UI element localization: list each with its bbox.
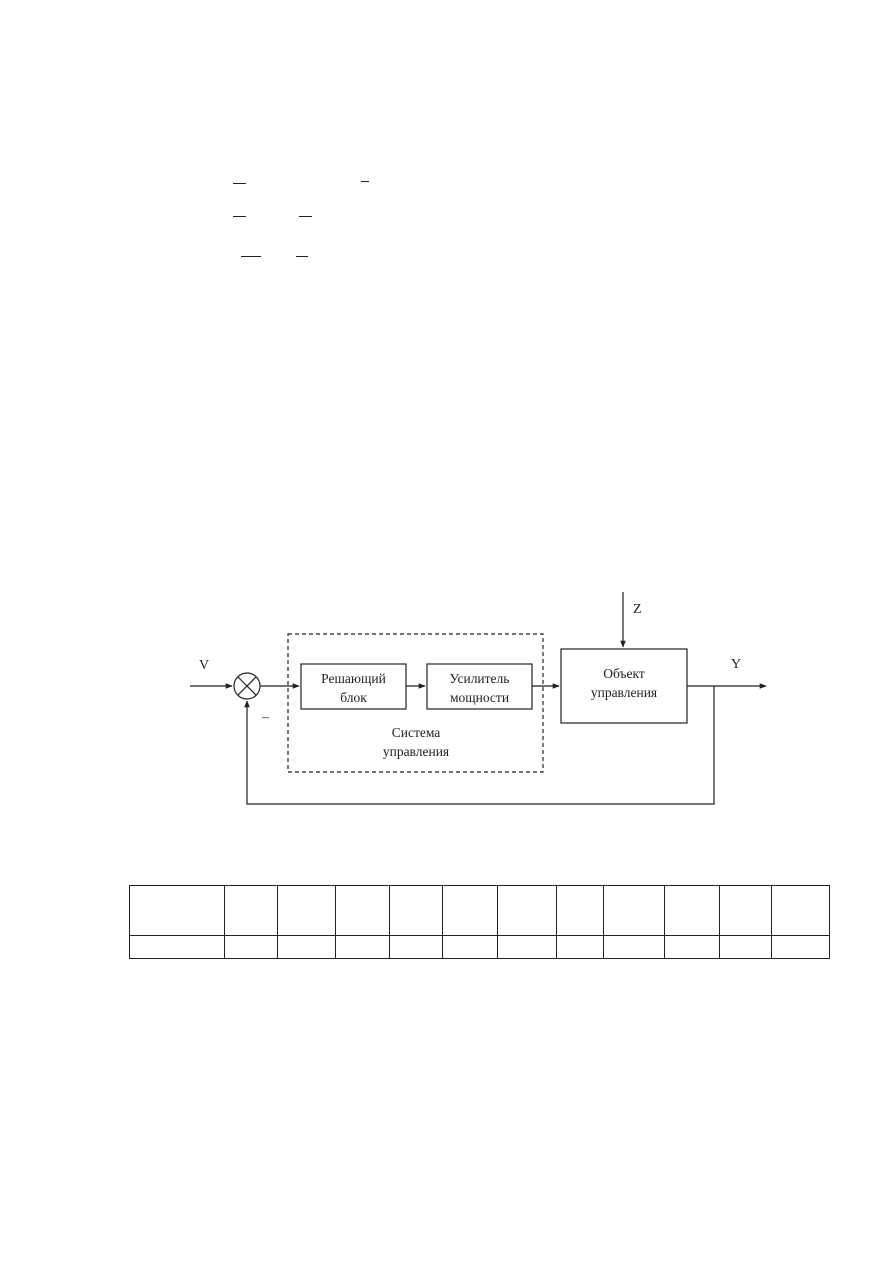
table-cell (224, 935, 278, 959)
table-row (129, 885, 830, 936)
table-cell (664, 885, 720, 936)
feedback-path (244, 686, 715, 805)
summing-junction-cross (237, 676, 257, 696)
fraction-bar (233, 216, 246, 217)
table-row (129, 935, 830, 959)
amplifier-block-label-line1: Усилитель (450, 671, 510, 686)
table-cell (442, 935, 498, 959)
decision-block-label-line1: Решающий (321, 671, 386, 686)
table-cell (335, 885, 390, 936)
table-cell (335, 935, 390, 959)
table-cell (389, 935, 443, 959)
amplifier-block-label-line2: мощности (450, 690, 509, 705)
fraction-bar (361, 181, 369, 182)
plant-block-label-line1: Объект (603, 666, 645, 681)
control-system-label-line1: Система (392, 725, 441, 740)
fraction-bar (233, 183, 246, 184)
fraction-bar (296, 256, 308, 257)
fraction-bar (299, 216, 312, 217)
control-system-boundary (287, 633, 544, 773)
plant-block-label-line2: управления (591, 685, 657, 700)
feedback-sign: – (261, 710, 270, 725)
disturbance-label: Z (633, 602, 642, 617)
table-cell (719, 885, 772, 936)
table-cell (603, 885, 665, 936)
table-cell (277, 885, 336, 936)
decision-block-label-line2: блок (340, 690, 367, 705)
output-label: Y (731, 657, 741, 672)
table-cell (277, 935, 336, 959)
table-cell (497, 935, 557, 959)
table-cell (556, 885, 604, 936)
data-table (129, 885, 830, 959)
table-cell (719, 935, 772, 959)
table-cell (664, 935, 720, 959)
table-cell (771, 885, 830, 936)
table-cell (224, 885, 278, 936)
table-cell (129, 935, 225, 959)
table-cell (389, 885, 443, 936)
control-system-label-line2: управления (383, 744, 449, 759)
table-cell (497, 885, 557, 936)
table-cell (603, 935, 665, 959)
fraction-bar (241, 256, 261, 257)
input-label: V (199, 658, 209, 673)
table-cell (129, 885, 225, 936)
table-cell (771, 935, 830, 959)
table-cell (556, 935, 604, 959)
table-cell (442, 885, 498, 936)
